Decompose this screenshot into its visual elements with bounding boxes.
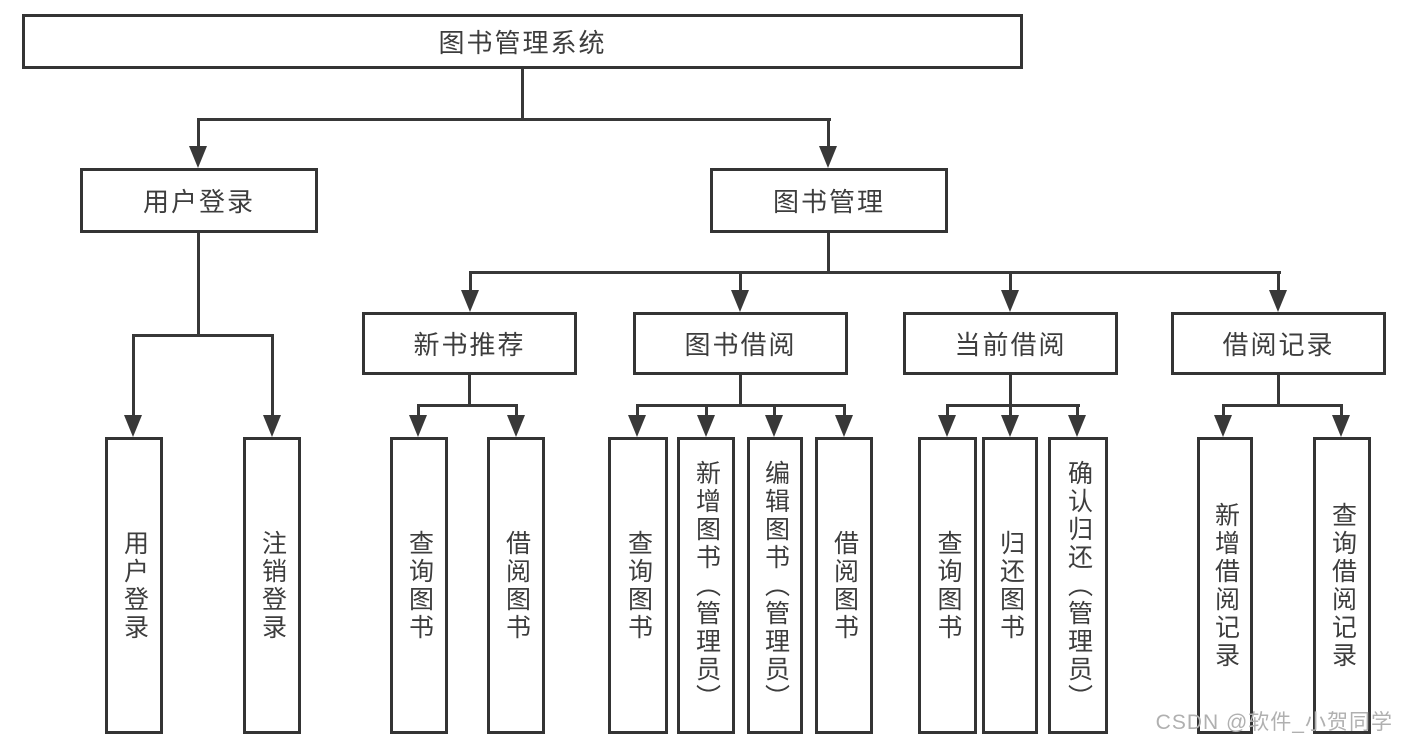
connector-vline: [468, 375, 471, 407]
connector-vline: [1009, 271, 1012, 291]
leaf-node-confirm-return-admin: 确认归还（管理员）: [1048, 437, 1108, 734]
leaf-node-borrow-books: 借阅图书: [815, 437, 873, 734]
connector-hline: [132, 334, 274, 337]
connector-vline: [469, 271, 472, 291]
connector-vline: [636, 404, 639, 417]
arrow-down-icon: [731, 290, 749, 312]
connector-vline: [521, 69, 524, 118]
connector-vline: [739, 271, 742, 291]
connector-vline: [1277, 375, 1280, 407]
connector-vline: [827, 233, 830, 274]
root-node-library-system: 图书管理系统: [22, 14, 1023, 69]
connector-vline: [705, 404, 708, 417]
arrow-down-icon: [697, 415, 715, 437]
subnode-new-book-recommend: 新书推荐: [362, 312, 577, 375]
arrow-down-icon: [1332, 415, 1350, 437]
arrow-down-icon: [124, 415, 142, 437]
connector-vline: [197, 233, 200, 337]
leaf-node-query-books-current: 查询图书: [918, 437, 977, 734]
connector-vline: [1076, 404, 1079, 417]
connector-vline: [197, 118, 200, 150]
connector-vline: [1009, 404, 1012, 417]
branch-node-book-management: 图书管理: [710, 168, 948, 233]
leaf-node-add-borrow-record: 新增借阅记录: [1197, 437, 1253, 734]
leaf-node-add-books-admin: 新增图书（管理员）: [677, 437, 735, 734]
connector-vline: [515, 404, 518, 417]
leaf-node-logout: 注销登录: [243, 437, 301, 734]
arrow-down-icon: [507, 415, 525, 437]
leaf-node-query-books-recommend: 查询图书: [390, 437, 448, 734]
connector-vline: [827, 118, 830, 150]
arrow-down-icon: [628, 415, 646, 437]
subnode-borrow-records: 借阅记录: [1171, 312, 1386, 375]
arrow-down-icon: [1068, 415, 1086, 437]
connector-hline: [1222, 404, 1343, 407]
connector-vline: [1277, 271, 1280, 291]
leaf-node-user-login: 用户登录: [105, 437, 163, 734]
connector-vline: [739, 375, 742, 407]
leaf-node-edit-books-admin: 编辑图书（管理员）: [747, 437, 803, 734]
watermark: CSDN @软件_小贺同学: [1155, 711, 1393, 734]
connector-vline: [1340, 404, 1343, 417]
arrow-down-icon: [409, 415, 427, 437]
arrow-down-icon: [189, 146, 207, 168]
leaf-node-return-books: 归还图书: [982, 437, 1038, 734]
arrow-down-icon: [263, 415, 281, 437]
connector-vline: [132, 334, 135, 417]
arrow-down-icon: [765, 415, 783, 437]
connector-hline: [197, 118, 831, 121]
arrow-down-icon: [835, 415, 853, 437]
connector-hline: [636, 404, 846, 407]
connector-vline: [773, 404, 776, 417]
arrow-down-icon: [938, 415, 956, 437]
connector-vline: [271, 334, 274, 417]
leaf-node-query-books-borrowing: 查询图书: [608, 437, 668, 734]
connector-hline: [469, 271, 1281, 274]
subnode-book-borrowing: 图书借阅: [633, 312, 848, 375]
arrow-down-icon: [1269, 290, 1287, 312]
connector-vline: [417, 404, 420, 417]
arrow-down-icon: [819, 146, 837, 168]
subnode-current-borrowing: 当前借阅: [903, 312, 1118, 375]
arrow-down-icon: [461, 290, 479, 312]
leaf-node-borrow-books-recommend: 借阅图书: [487, 437, 545, 734]
arrow-down-icon: [1214, 415, 1232, 437]
arrow-down-icon: [1001, 415, 1019, 437]
arrow-down-icon: [1001, 290, 1019, 312]
branch-node-user-login: 用户登录: [80, 168, 318, 233]
connector-vline: [946, 404, 949, 417]
leaf-node-query-borrow-record: 查询借阅记录: [1313, 437, 1371, 734]
connector-vline: [1222, 404, 1225, 417]
connector-hline: [417, 404, 518, 407]
connector-vline: [843, 404, 846, 417]
connector-hline: [946, 404, 1080, 407]
connector-vline: [1009, 375, 1012, 407]
